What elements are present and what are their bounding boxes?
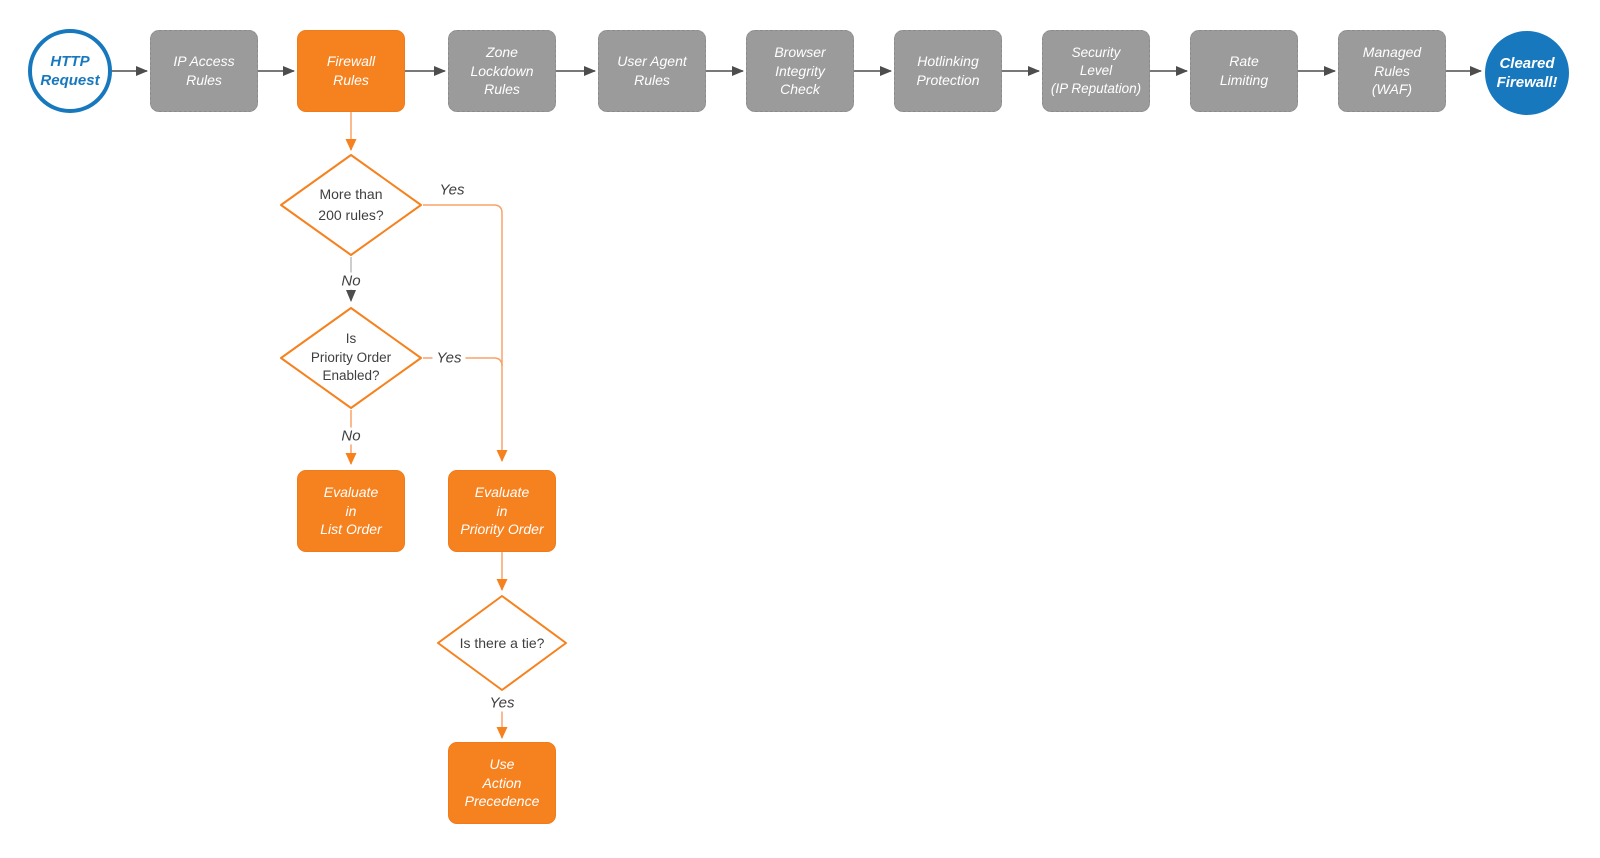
node-label: IP Access Rules <box>173 53 235 88</box>
edge-rulecount-yes <box>423 204 508 462</box>
node-label: Rate Limiting <box>1219 53 1269 88</box>
decision-is-there-a-tie: Is there a tie? <box>436 594 568 692</box>
node-label: Evaluate in List Order <box>320 483 382 538</box>
diamond-shape <box>437 595 567 691</box>
decision-label: Is Priority Order Enabled? <box>310 330 392 384</box>
edge-label-tie-yes: Yes <box>485 694 519 712</box>
node-zone-lockdown-rules: Zone Lockdown Rules <box>448 30 556 112</box>
edge-label-rulecount-yes: Yes <box>435 181 469 199</box>
node-evaluate-list-order: Evaluate in List Order <box>297 470 405 552</box>
node-label: Evaluate in Priority Order <box>460 483 544 538</box>
node-label: Cleared Firewall! <box>1496 54 1558 92</box>
node-managed-rules-waf: Managed Rules (WAF) <box>1338 30 1446 112</box>
edge-label-rulecount-no: No <box>337 272 365 290</box>
node-label: HTTP Request <box>40 52 100 90</box>
node-cleared-firewall: Cleared Firewall! <box>1485 31 1569 115</box>
node-hotlinking-protection: Hotlinking Protection <box>894 30 1002 112</box>
node-ip-access-rules: IP Access Rules <box>150 30 258 112</box>
node-label: Managed Rules (WAF) <box>1362 43 1422 98</box>
node-browser-integrity-check: Browser Integrity Check <box>746 30 854 112</box>
diamond-shape <box>280 307 422 409</box>
node-label: Zone Lockdown Rules <box>470 43 534 98</box>
decision-priority-order-enabled: Is Priority Order Enabled? <box>279 306 423 410</box>
node-security-level: Security Level (IP Reputation) <box>1042 30 1150 112</box>
node-label: Browser Integrity Check <box>774 43 826 98</box>
node-use-action-precedence: Use Action Precedence <box>448 742 556 824</box>
diamond-shape <box>280 154 422 256</box>
edge-label-priorityenabled-no: No <box>337 427 365 445</box>
edge-label-priorityenabled-yes: Yes <box>432 349 466 367</box>
node-label: User Agent Rules <box>617 53 687 88</box>
node-http-request: HTTP Request <box>28 29 112 113</box>
node-label: Firewall Rules <box>326 53 376 88</box>
decision-more-than-200-rules: More than 200 rules? <box>279 153 423 257</box>
decision-label: Is there a tie? <box>459 634 545 651</box>
decision-label: More than 200 rules? <box>318 186 384 223</box>
node-rate-limiting: Rate Limiting <box>1190 30 1298 112</box>
node-evaluate-priority-order: Evaluate in Priority Order <box>448 470 556 552</box>
node-label: Use Action Precedence <box>464 755 540 810</box>
node-label: Hotlinking Protection <box>916 53 980 88</box>
node-user-agent-rules: User Agent Rules <box>598 30 706 112</box>
node-firewall-rules: Firewall Rules <box>297 30 405 112</box>
node-label: Security Level (IP Reputation) <box>1050 44 1142 97</box>
